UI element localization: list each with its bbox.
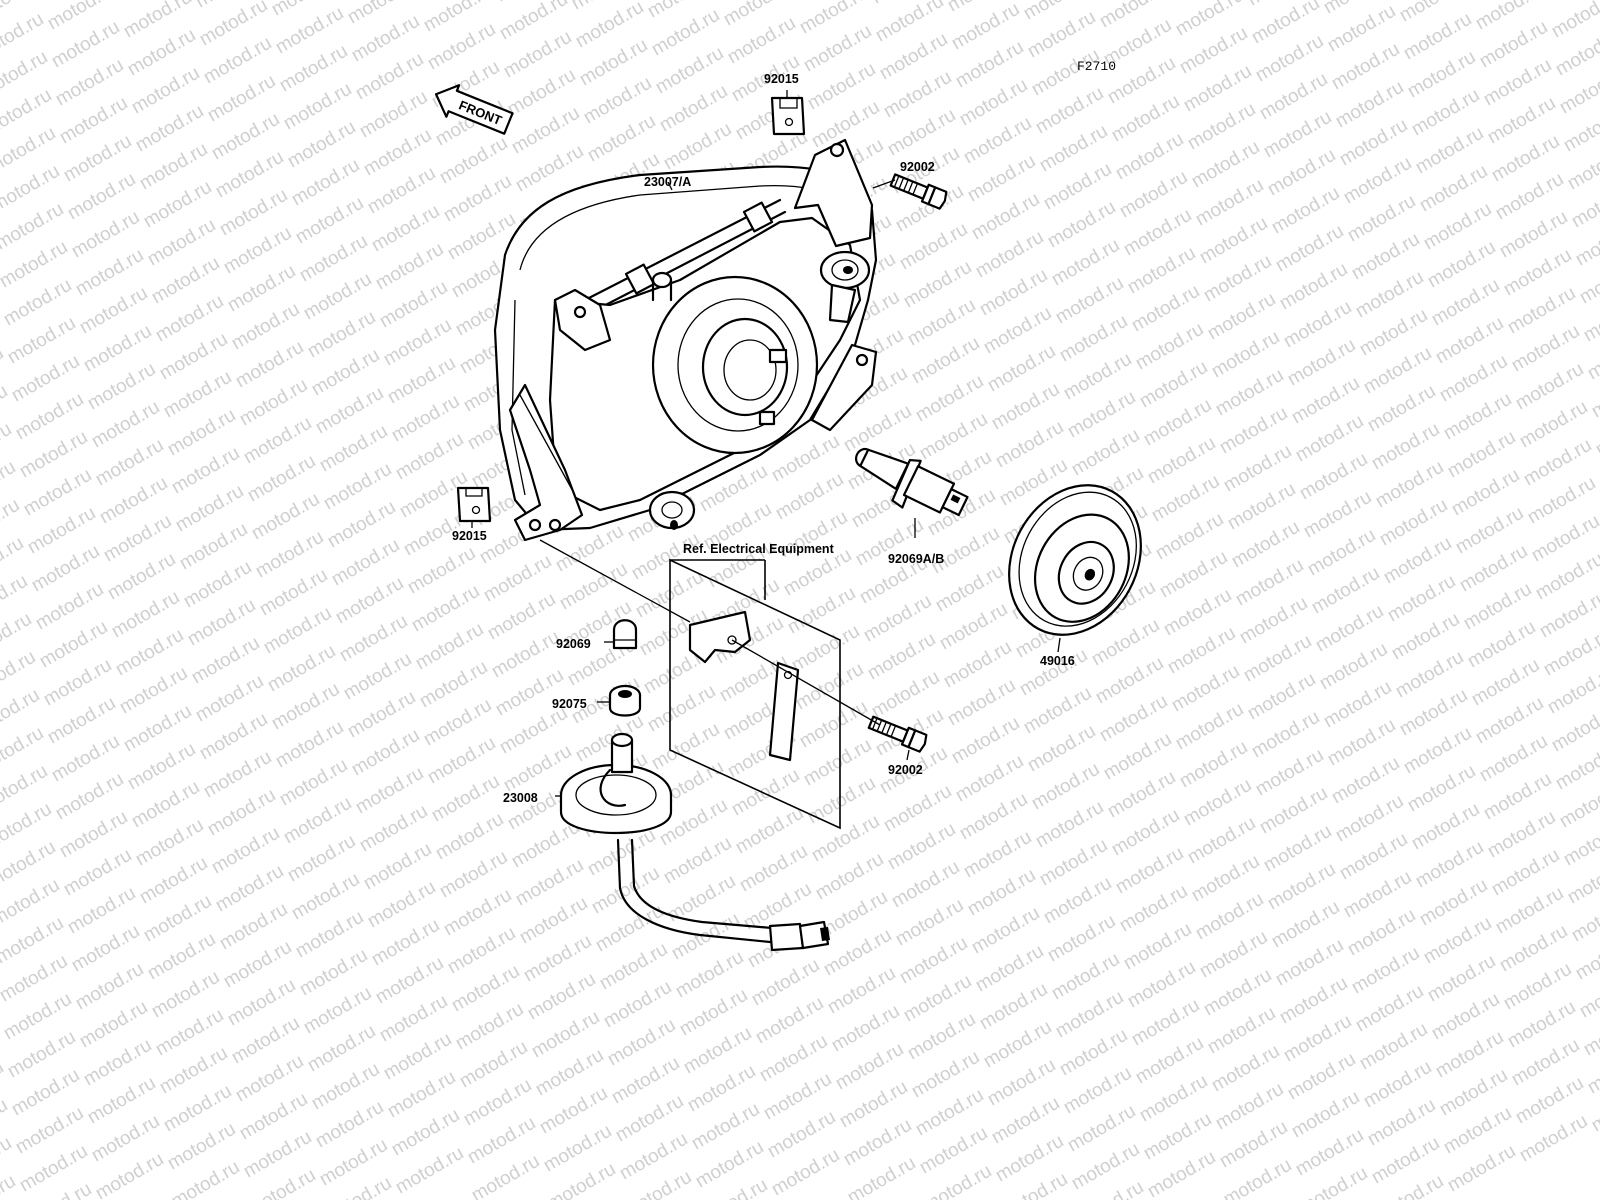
headlight-housing bbox=[493, 138, 878, 542]
clip-92015-top bbox=[770, 96, 806, 136]
label-92069ab: 92069A/B bbox=[888, 552, 944, 566]
leader-lines bbox=[471, 90, 1061, 797]
bolt-92002-bottom bbox=[867, 715, 928, 753]
watermark-text: motod.ru bbox=[0, 1171, 19, 1200]
label-92015-top: 92015 bbox=[764, 72, 799, 86]
label-92002-top: 92002 bbox=[900, 160, 935, 174]
label-49016: 49016 bbox=[1040, 654, 1075, 668]
grommet-92075 bbox=[608, 684, 642, 717]
label-92075: 92075 bbox=[552, 697, 587, 711]
socket-23008 bbox=[559, 732, 830, 952]
ref-electrical-label: Ref. Electrical Equipment bbox=[683, 542, 835, 556]
label-92069: 92069 bbox=[556, 637, 591, 651]
bolt-92002-top bbox=[889, 173, 948, 210]
part-labels: 92015 92002 23007/A 92015 92069A/B 49016… bbox=[452, 72, 1075, 805]
bulb-92069 bbox=[612, 619, 638, 650]
label-23008: 23008 bbox=[503, 791, 538, 805]
lens-unit-49016 bbox=[1008, 484, 1142, 636]
clip-92015-left bbox=[456, 486, 492, 523]
ref-electrical-box bbox=[669, 558, 841, 830]
label-92015-left: 92015 bbox=[452, 529, 487, 543]
label-92002-bottom: 92002 bbox=[888, 763, 923, 777]
diagram-code: F2710 bbox=[1077, 59, 1116, 74]
label-23007: 23007/A bbox=[644, 175, 691, 189]
watermark-text: motod.ru bbox=[1548, 0, 1600, 42]
bulb-92069ab bbox=[854, 447, 969, 517]
